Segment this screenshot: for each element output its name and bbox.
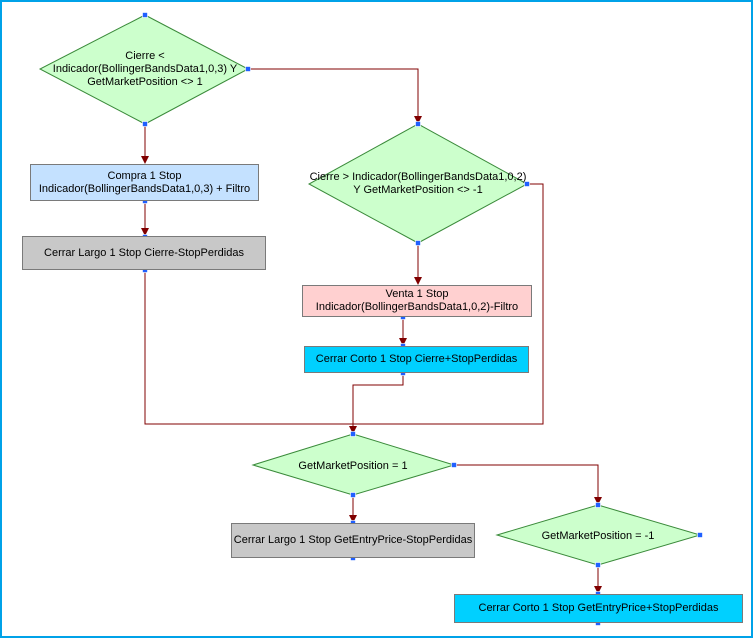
connector-close-long-to-merge	[144, 270, 353, 425]
decision-buy-label: Cierre < Indicador(BollingerBandsData1,0…	[52, 49, 238, 88]
close-long-stop-box[interactable]: Cerrar Largo 1 Stop Cierre-StopPerdidas	[22, 236, 266, 270]
buy-stop-box[interactable]: Compra 1 Stop Indicador(BollingerBandsDa…	[30, 164, 259, 201]
port[interactable]	[415, 240, 421, 246]
port[interactable]	[697, 532, 703, 538]
port[interactable]	[415, 121, 421, 127]
decision-sell-label: Cierre > Indicador(BollingerBandsData1,0…	[309, 171, 527, 196]
port[interactable]	[350, 431, 356, 437]
close-short-stop-box[interactable]: Cerrar Corto 1 Stop Cierre+StopPerdidas	[304, 346, 529, 373]
connector-decision-buy-to-decision-sell	[248, 68, 422, 124]
decision-pos-short-label: GetMarketPosition = -1	[541, 529, 655, 542]
port[interactable]	[350, 492, 356, 498]
port[interactable]	[595, 562, 601, 568]
port[interactable]	[142, 12, 148, 18]
sell-stop-box[interactable]: Venta 1 Stop Indicador(BollingerBandsDat…	[302, 285, 532, 317]
port[interactable]	[142, 121, 148, 127]
port[interactable]	[595, 502, 601, 508]
port[interactable]	[451, 462, 457, 468]
decision-pos-long-label: GetMarketPosition = 1	[298, 459, 408, 472]
connector-close-short-to-merge	[349, 373, 404, 434]
close-long-entry-box[interactable]: Cerrar Largo 1 Stop GetEntryPrice-StopPe…	[231, 523, 475, 558]
port[interactable]	[245, 66, 251, 72]
close-short-entry-box[interactable]: Cerrar Corto 1 Stop GetEntryPrice+StopPe…	[454, 594, 743, 623]
connector-decision-sell-false-to-merge	[353, 183, 544, 425]
port[interactable]	[524, 181, 530, 187]
connector-pos-long-to-pos-short	[454, 464, 602, 505]
